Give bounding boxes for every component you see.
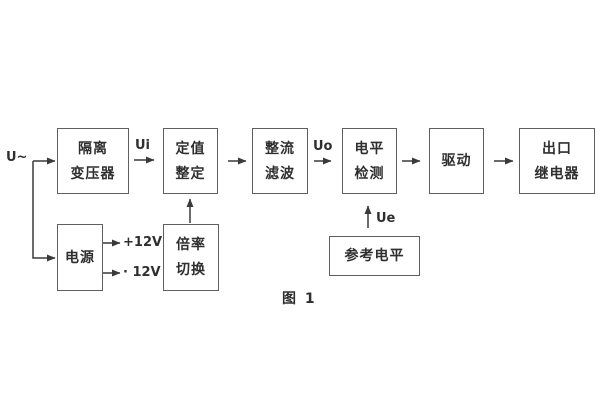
block-level-detect: 电平 检测 bbox=[342, 128, 397, 194]
block-reference-level-line1: 参考电平 bbox=[344, 248, 405, 264]
block-rectifier-filter: 整流 滤波 bbox=[252, 128, 308, 194]
block-ratio-switch: 倍率 切换 bbox=[163, 224, 219, 291]
block-output-relay: 出口 继电器 bbox=[519, 128, 595, 194]
figure-caption: 图 1 bbox=[282, 291, 317, 307]
block-isolation-transformer-line2: 变压器 bbox=[70, 165, 116, 182]
block-level-detect-line1: 电平 bbox=[354, 140, 385, 157]
block-rectifier-filter-line2: 滤波 bbox=[265, 165, 295, 182]
block-output-relay-line1: 出口 bbox=[542, 140, 572, 157]
label-plus-12v: +12V bbox=[123, 235, 163, 250]
block-drive: 驱动 bbox=[429, 128, 484, 194]
block-ratio-switch-line2: 切换 bbox=[176, 262, 206, 278]
block-power-supply-line1: 电源 bbox=[65, 249, 95, 266]
block-level-detect-line2: 检测 bbox=[354, 165, 385, 182]
label-ue: Ue bbox=[376, 211, 396, 226]
block-setting-adjust: 定值 整定 bbox=[163, 128, 218, 194]
block-output-relay-line2: 继电器 bbox=[534, 165, 580, 182]
block-isolation-transformer: 隔离 变压器 bbox=[57, 128, 129, 194]
block-drive-line1: 驱动 bbox=[441, 153, 472, 169]
label-ui: Ui bbox=[135, 138, 151, 153]
label-uo: Uo bbox=[313, 139, 333, 154]
block-power-supply: 电源 bbox=[57, 224, 103, 291]
block-setting-adjust-line2: 整定 bbox=[175, 165, 206, 182]
block-ratio-switch-line1: 倍率 bbox=[176, 237, 206, 253]
label-minus-12v: · 12V bbox=[123, 265, 161, 280]
label-u-input: U~ bbox=[6, 150, 28, 165]
block-rectifier-filter-line1: 整流 bbox=[265, 140, 295, 157]
block-setting-adjust-line1: 定值 bbox=[175, 140, 206, 157]
connector-input-to-power-supply bbox=[32, 161, 56, 262]
block-reference-level: 参考电平 bbox=[329, 236, 420, 276]
block-isolation-transformer-line1: 隔离 bbox=[78, 140, 108, 157]
